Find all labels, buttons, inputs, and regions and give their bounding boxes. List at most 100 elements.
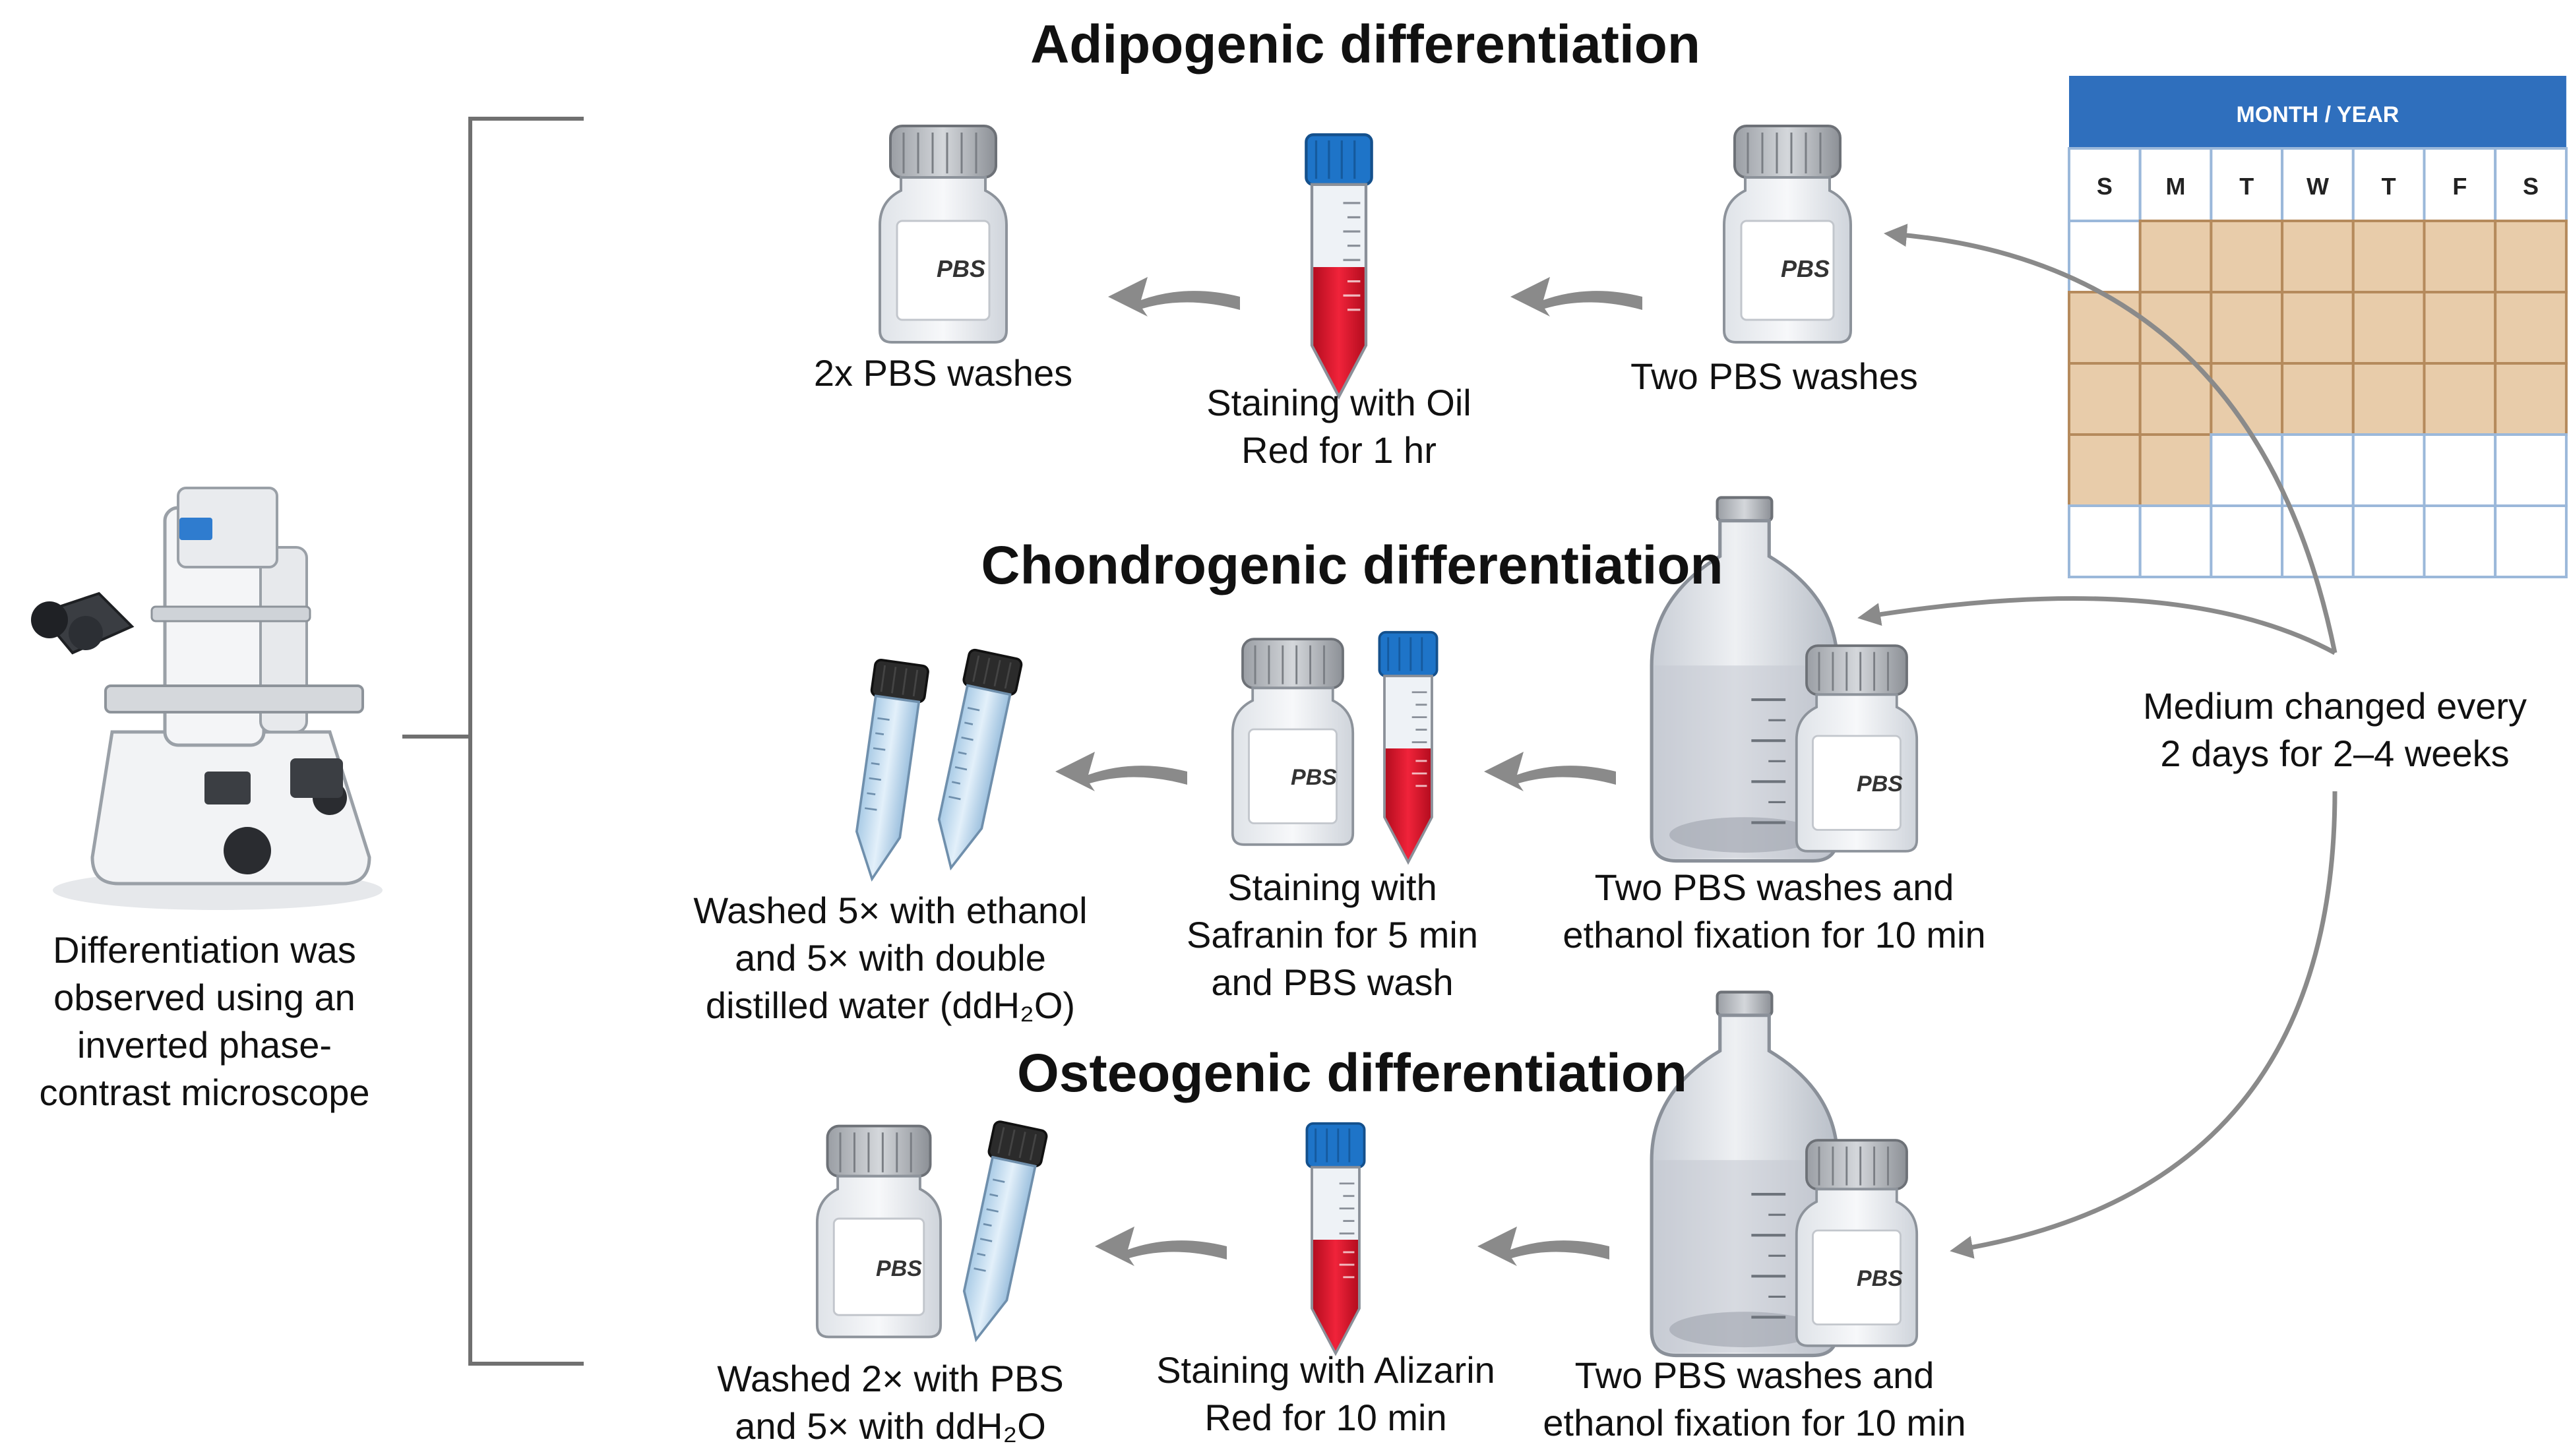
calendar-day-label: W [2306,173,2329,200]
osteogenic-step2-label: Staining with Alizarin Red for 10 min [1121,1347,1530,1441]
calendar-cell-medium-change [2351,220,2426,293]
calendar-cell-medium-change [2281,291,2355,365]
calendar-cell [2351,504,2426,578]
calendar-cell-medium-change [2351,291,2426,365]
chondrogenic-step3-label: Washed 5× with ethanol and 5× with doubl… [660,887,1121,1029]
blue-tube-icon [950,1120,1047,1345]
calendar-cell-medium-change [2423,362,2497,436]
medium-arrows [1857,224,2337,1259]
bottle-label: PBS [1291,765,1337,790]
label-line: Red for 10 min [1204,1397,1447,1438]
calendar-cell-medium-change [2210,220,2284,293]
bottle-label: PBS [1857,772,1903,797]
adipogenic-step3-label: 2x PBS washes [813,352,1073,394]
calendar-cell [2138,504,2213,578]
calendar-cell-medium-change [2068,433,2142,507]
left-arrow-icon [1484,752,1616,791]
label-line: contrast microscope [39,1072,370,1113]
left-arrow-icon [1055,752,1187,791]
calendar-cell-medium-change [2494,220,2568,293]
calendar-cell-medium-change [2423,220,2497,293]
calendar-cell-medium-change [2210,291,2284,365]
calendar-cell [2423,504,2497,578]
calendar-header [2069,76,2566,148]
label-line: Differentiation was [53,929,356,971]
calendar-day-label: T [2239,173,2254,200]
left-arrow-icon [1477,1227,1609,1266]
label-line: and PBS wash [1211,961,1454,1003]
pbs-bottle-icon: PBS [1231,638,1355,846]
bottle-label: PBS [1781,255,1830,282]
adipogenic-step2-label: Staining with Oil Red for 1 hr [1141,379,1537,474]
calendar-cell-medium-change [2068,362,2142,436]
label-line: Medium changed every [2142,685,2527,727]
bracket [402,117,584,1366]
adipogenic-step1-label: Two PBS washes [1630,355,1918,397]
section-title-adipogenic: Adipogenic differentiation [1030,15,1700,75]
calendar-cell-medium-change [2068,291,2142,365]
label-line: ethanol fixation for 10 min [1543,1402,1966,1443]
calendar-day-cell [2423,147,2497,222]
section-title-osteogenic: Osteogenic differentiation [1017,1043,1687,1103]
label-line: Safranin for 5 min [1187,914,1478,956]
pbs-bottle-icon: PBS [815,1124,943,1339]
left-arrow-icon [1095,1227,1227,1266]
calendar-cell-medium-change [2494,291,2568,365]
osteogenic-step1-label: Two PBS washes and ethanol fixation for … [1491,1352,2018,1447]
calendar-cell [2281,433,2355,507]
calendar-day-label: S [2523,173,2539,200]
pbs-bottle-icon: PBS [1795,644,1919,853]
red-tube-icon [1306,135,1371,396]
label-line: and 5× with ddH₂O [735,1405,1046,1447]
label-line: Staining with Alizarin [1156,1349,1495,1391]
calendar-cell [2351,433,2426,507]
calendar-day-cell [2351,147,2426,222]
chondrogenic-illustrations: PBS PBS [846,498,1919,883]
calendar-cell-medium-change [2138,433,2213,507]
calendar-cell [2210,504,2284,578]
red-tube-icon [1379,632,1437,863]
step-arrows [1055,277,1642,1266]
label-line: 2 days for 2–4 weeks [2160,733,2510,774]
curved-arrow-icon [1950,791,2337,1259]
label-line: Washed 5× with ethanol [693,890,1088,931]
osteogenic-illustrations: PBS PBS [815,992,1919,1356]
adipogenic-illustrations: PBS PBS [879,125,1852,396]
curved-arrow-icon [1857,596,2336,655]
calendar-day-cell [2494,147,2568,222]
calendar-cell-medium-change [2423,291,2497,365]
chondrogenic-step2-label: Staining with Safranin for 5 min and PBS… [1134,864,1530,1006]
label-line: Staining with [1227,866,1437,908]
chondrogenic-step1-label: Two PBS washes and ethanol fixation for … [1510,864,2038,959]
calendar-cell-medium-change [2494,362,2568,436]
osteogenic-step3-label: Washed 2× with PBS and 5× with ddH₂O [693,1355,1088,1450]
label-line: inverted phase- [77,1024,332,1066]
medium-change-caption: Medium changed every 2 days for 2–4 week… [2104,682,2566,777]
calendar-cell [2494,504,2568,578]
calendar-cell-medium-change [2351,362,2426,436]
calendar-title: MONTH / YEAR [2237,102,2399,127]
bottle-label: PBS [876,1256,922,1281]
calendar-cell [2423,433,2497,507]
calendar-day-label: T [2382,173,2396,200]
bottle-label: PBS [1857,1266,1903,1291]
pbs-bottle-icon: PBS [1723,125,1852,344]
label-line: Washed 2× with PBS [717,1358,1064,1399]
microscope-caption: Differentiation was observed using an in… [7,926,402,1116]
red-tube-icon [1307,1124,1364,1354]
bottle-label: PBS [937,255,985,282]
label-line: Two PBS washes and [1594,866,1954,908]
calendar-cell [2068,220,2142,293]
calendar-cell-medium-change [2138,362,2213,436]
curved-arrow-icon [1884,224,2337,653]
label-line: Staining with Oil [1206,382,1471,423]
calendar-cell-medium-change [2138,291,2213,365]
section-title-chondrogenic: Chondrogenic differentiation [981,535,1723,595]
left-arrow-icon [1510,277,1642,317]
microscope-icon [31,487,383,910]
calendar-cell-medium-change [2281,220,2355,293]
left-arrow-icon [1108,277,1240,317]
blue-tube-icon [846,659,929,883]
